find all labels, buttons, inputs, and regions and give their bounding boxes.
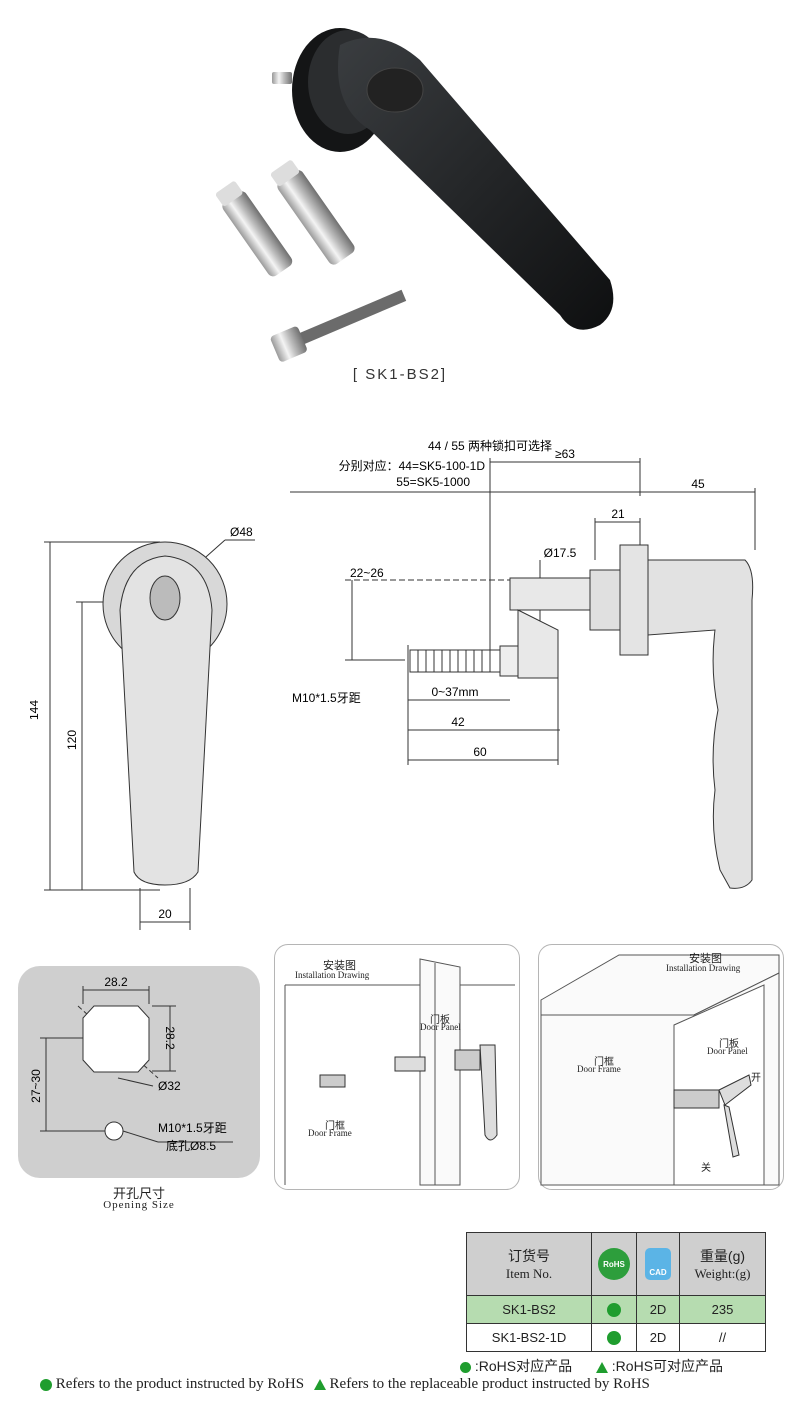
dim-ge63: ≥63 [555, 447, 575, 461]
install1-door-panel-cn: 门板 [430, 1015, 450, 1026]
row-cad: 2D [636, 1295, 680, 1324]
cad-icon: CAD [645, 1248, 671, 1280]
opening-dim-28-2-side: 28.2 [163, 1026, 177, 1050]
opening-dim-28-2-top: 28.2 [104, 975, 128, 989]
side-view-svg: 44 / 55 两种锁扣可选择 分别对应：44=SK5-100-1D 55=SK… [290, 438, 756, 889]
header-item: 订货号 Item No. [466, 1232, 592, 1296]
product-photo [180, 10, 620, 380]
dim-42: 42 [451, 715, 465, 729]
header-weight: 重量(g) Weight:(g) [679, 1232, 766, 1296]
install2-door-panel-cn: 门板 [719, 1039, 739, 1050]
rohs-dot-icon [460, 1361, 471, 1373]
note-line2: 分别对应：44=SK5-100-1D [339, 458, 486, 473]
opening-m10-label: M10*1.5牙距 [158, 1121, 227, 1135]
row-item: SK1-BS2-1D [466, 1323, 592, 1352]
opening-dim-27-30: 27~30 [29, 1069, 43, 1103]
legend-replaceable-cn: :RoHS可对应产品 [611, 1358, 724, 1374]
opening-hole-label: 底孔Ø8.5 [166, 1138, 216, 1153]
table-row: SK1-BS2 2D 235 [466, 1295, 766, 1324]
dim-d48: Ø48 [230, 525, 253, 539]
legend-cn: :RoHS对应产品 :RoHS可对应产品 [460, 1356, 780, 1376]
install2-close-label: 关 [701, 1163, 711, 1174]
installation-panel-1: 安装图 Installation Drawing 门板 Door Panel 门… [274, 944, 520, 1190]
dim-120: 120 [65, 730, 79, 750]
table-header-row: 订货号 Item No. RoHS CAD 重量(g) Weight:(g) [466, 1232, 766, 1296]
rohs-dot-icon [40, 1378, 52, 1391]
install1-title-cn: 安装图 [323, 960, 356, 972]
dim-144: 144 [30, 700, 41, 720]
opening-dim-d32: Ø32 [158, 1079, 181, 1093]
side-view-drawing: 44 / 55 两种锁扣可选择 分别对应：44=SK5-100-1D 55=SK… [290, 430, 800, 900]
install2-door-frame-cn: 门框 [594, 1057, 614, 1068]
rohs-dot-icon [607, 1303, 621, 1318]
dim-0-37: 0~37mm [431, 685, 478, 699]
header-rohs: RoHS [591, 1232, 637, 1296]
opening-title-cn: 开孔尺寸 [112, 1186, 165, 1201]
dim-22-26: 22~26 [350, 566, 384, 580]
row-rohs [591, 1295, 637, 1324]
header-cad: CAD [636, 1232, 680, 1296]
opening-size-panel: 28.2 28.2 27~30 Ø32 M10*1.5牙距 底孔Ø8.5 [18, 966, 260, 1178]
installation-2-svg [540, 954, 780, 1186]
dim-45: 45 [691, 477, 705, 491]
legend-rohs-en: Refers to the product instructed by RoHS [55, 1376, 305, 1392]
install2-title-en: Installation Drawing [666, 963, 741, 973]
installation-1-svg [284, 958, 515, 1186]
rohs-dot-icon [607, 1331, 621, 1346]
opening-size-svg: 28.2 28.2 27~30 Ø32 M10*1.5牙距 底孔Ø8.5 [29, 975, 233, 1153]
install2-door-panel-en: Door Panel [707, 1046, 748, 1056]
dim-60: 60 [473, 745, 487, 759]
table-row: SK1-BS2-1D 2D // [466, 1323, 766, 1352]
note-line1: 44 / 55 两种锁扣可选择 [428, 438, 552, 453]
install2-door-frame-en: Door Frame [577, 1064, 621, 1074]
dim-m10: M10*1.5牙距 [292, 691, 361, 705]
legend-replaceable-en: Refers to the replaceable product instru… [329, 1376, 650, 1392]
install1-title-en: Installation Drawing [295, 970, 370, 980]
item-table: 订货号 Item No. RoHS CAD 重量(g) Weight:(g) S… [466, 1232, 766, 1352]
note-line3: 55=SK5-1000 [396, 475, 470, 489]
header-item-cn: 订货号 [508, 1248, 550, 1264]
header-item-en: Item No. [505, 1266, 553, 1281]
installation-panel-2: 安装图 Installation Drawing 门框 Door Frame 门… [538, 944, 784, 1190]
install1-door-frame-cn: 门框 [325, 1121, 345, 1132]
row-weight: // [679, 1323, 766, 1352]
front-view-svg: 144 120 20 Ø48 [27, 525, 255, 930]
row-cad: 2D [636, 1323, 680, 1352]
rohs-icon: RoHS [598, 1248, 630, 1280]
product-caption: [ SK1-BS2] [352, 366, 448, 383]
install2-open-label: 开 [751, 1073, 761, 1084]
legend-rohs-cn: :RoHS对应产品 [474, 1358, 573, 1374]
dim-21: 21 [611, 507, 625, 521]
header-weight-en: Weight:(g) [694, 1266, 751, 1281]
row-item: SK1-BS2 [466, 1295, 592, 1324]
install1-door-frame-en: Door Frame [308, 1128, 352, 1138]
replaceable-triangle-icon [313, 1379, 326, 1391]
install1-door-panel-en: Door Panel [420, 1022, 461, 1032]
row-weight: 235 [679, 1295, 766, 1324]
install2-title-cn: 安装图 [689, 953, 722, 965]
dim-20: 20 [158, 907, 172, 921]
opening-title-en: Opening Size [103, 1199, 175, 1211]
header-weight-cn: 重量(g) [699, 1248, 746, 1264]
dim-d17-5: Ø17.5 [544, 546, 577, 560]
legend-en: Refers to the product instructed by RoHS… [40, 1376, 790, 1393]
front-view-drawing: 144 120 20 Ø48 [27, 520, 280, 940]
handle-photo-illustration [215, 28, 614, 362]
replaceable-triangle-icon [595, 1361, 608, 1373]
row-rohs [591, 1323, 637, 1352]
